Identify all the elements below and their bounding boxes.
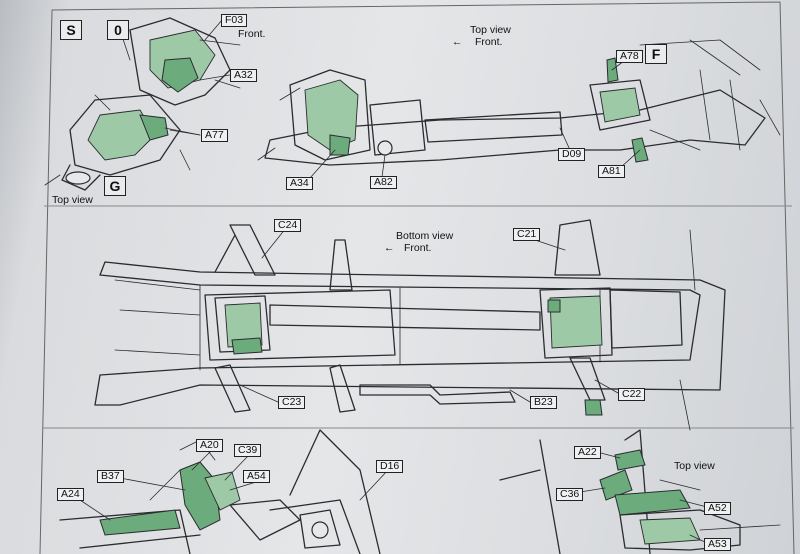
- part-label-a82: A82: [370, 176, 397, 189]
- part-label-c36: C36: [556, 488, 584, 501]
- part-label-a24: A24: [57, 488, 84, 501]
- step-marker-s: S: [60, 20, 82, 40]
- part-label-a77: A77: [201, 129, 228, 142]
- part-label-d16: D16: [376, 460, 404, 473]
- part-label-a81: A81: [598, 165, 625, 178]
- part-label-c23: C23: [278, 396, 306, 409]
- direction-arrow-1: ←: [452, 36, 463, 48]
- part-label-a22: A22: [574, 446, 601, 459]
- direction-arrow-2: ←: [384, 242, 395, 254]
- front-suspension-detail: [59, 429, 381, 554]
- gearbox-assembly: [44, 17, 241, 191]
- bottom-view-caption: Bottom view: [396, 230, 454, 242]
- part-label-a52: A52: [704, 502, 731, 515]
- part-label-a20: A20: [196, 439, 223, 452]
- top-view-caption-3: Top view: [674, 460, 715, 472]
- part-label-c24: C24: [274, 219, 302, 232]
- leader-lines: [79, 19, 708, 544]
- part-label-b23: B23: [530, 396, 557, 409]
- part-label-c22: C22: [618, 388, 646, 401]
- part-label-a78: A78: [616, 50, 643, 63]
- chassis-bottom-view: [94, 219, 726, 431]
- part-label-c21: C21: [513, 228, 541, 241]
- front-caption-3: Front.: [404, 242, 432, 254]
- part-label-c39: C39: [234, 444, 262, 457]
- front-caption-1: Front.: [238, 28, 266, 40]
- part-label-a32: A32: [230, 69, 257, 82]
- part-label-a53: A53: [704, 538, 731, 551]
- step-marker-f: F: [645, 44, 667, 64]
- part-label-a34: A34: [286, 177, 313, 190]
- chassis-top-view: [257, 39, 781, 166]
- part-label-a54: A54: [243, 470, 270, 483]
- part-label-b37: B37: [97, 470, 124, 483]
- front-caption-2: Front.: [475, 36, 503, 48]
- part-label-d09: D09: [558, 148, 586, 161]
- step-marker-0: 0: [107, 20, 129, 40]
- step-marker-g: G: [104, 176, 126, 196]
- top-view-caption-2: Top view: [52, 194, 93, 206]
- rear-suspension-detail: [499, 429, 781, 554]
- part-label-f03: F03: [221, 14, 248, 27]
- top-view-caption-1: Top view: [470, 24, 511, 36]
- page-border: [39, 1, 795, 554]
